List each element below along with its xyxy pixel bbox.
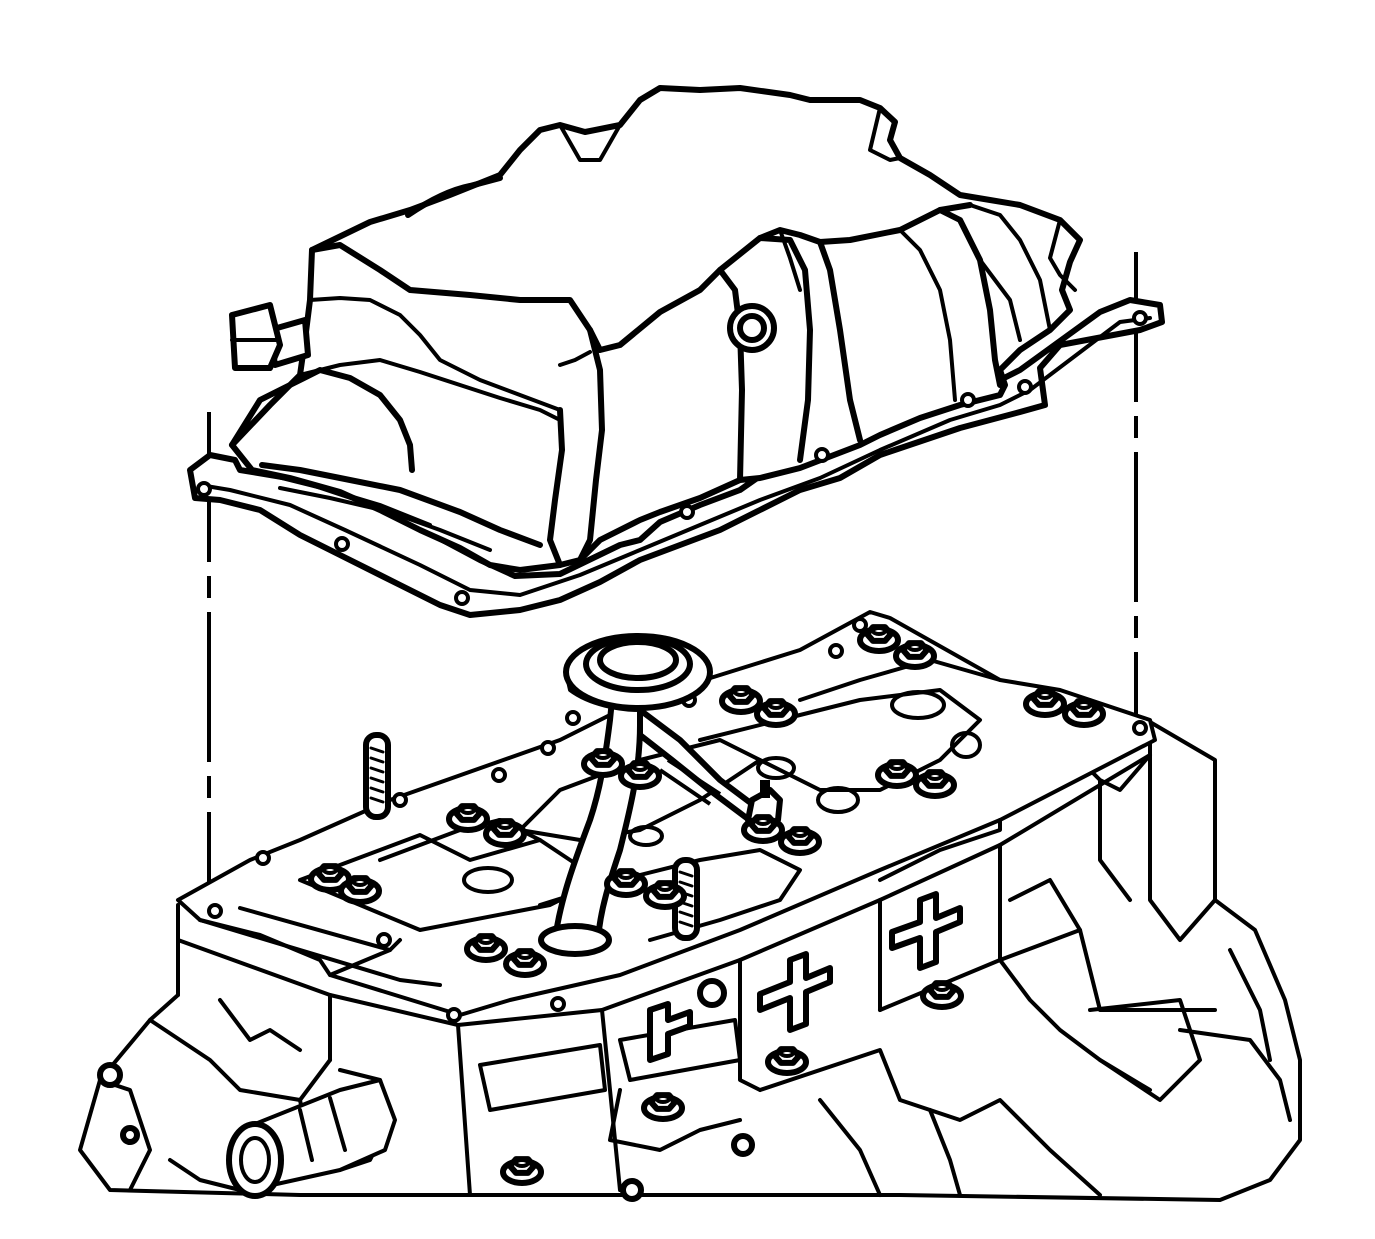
bedplate-gasket-surface (176, 610, 1157, 1023)
alignment-stud-left (363, 732, 391, 820)
block-front-face (78, 720, 1302, 1202)
bolt-icon (754, 698, 798, 728)
bolt-icon (719, 685, 763, 715)
bolt-icon (446, 803, 490, 833)
bedplate (78, 720, 1302, 1202)
flange-hole (392, 792, 408, 808)
flange-hole (540, 740, 556, 756)
block-boss (697, 978, 727, 1008)
bolt-icon (503, 948, 547, 978)
oil-pump-pickup-tube (538, 633, 783, 957)
bolt-icon (1023, 688, 1067, 718)
flange-hole (376, 932, 392, 948)
bolt-icon (604, 868, 648, 898)
flange-hole (1132, 720, 1148, 736)
flange-hole (550, 996, 566, 1012)
flange-hole (828, 643, 844, 659)
bolt-icon (741, 814, 785, 844)
bolt-icon (893, 640, 937, 670)
bolt-icon (338, 875, 382, 905)
bolt-icon (581, 748, 625, 778)
oil-level-sensor-port (727, 303, 777, 353)
bolt-icon (500, 1156, 544, 1186)
oil-pan (187, 85, 1165, 618)
bolt-icon (875, 759, 919, 789)
bolt-icon (483, 818, 527, 848)
flange-hole (852, 617, 868, 633)
block-ribs (647, 891, 963, 1063)
bolt-icon (641, 1092, 685, 1122)
flange-hole (255, 850, 271, 866)
bolt-icon (920, 980, 964, 1010)
coolant-pipe-fitting (226, 1078, 397, 1199)
bolt-icon (643, 880, 687, 910)
bedplate-flange (176, 610, 1157, 1017)
bolt-icon (464, 933, 508, 963)
flange-hole (207, 903, 223, 919)
flange-hole (565, 710, 581, 726)
oil-pan-side-connector (229, 302, 311, 371)
bolt-icon (1062, 698, 1106, 728)
bedplate-bolts (308, 624, 1106, 1186)
bolt-icon (618, 760, 662, 790)
bolt-icon (765, 1046, 809, 1076)
flange-hole (446, 1007, 462, 1023)
bolt-icon (778, 826, 822, 856)
bolt-icon (308, 863, 352, 893)
flange-hole (491, 767, 507, 783)
bolt-icon (913, 769, 957, 799)
bolt-icon (857, 624, 901, 654)
